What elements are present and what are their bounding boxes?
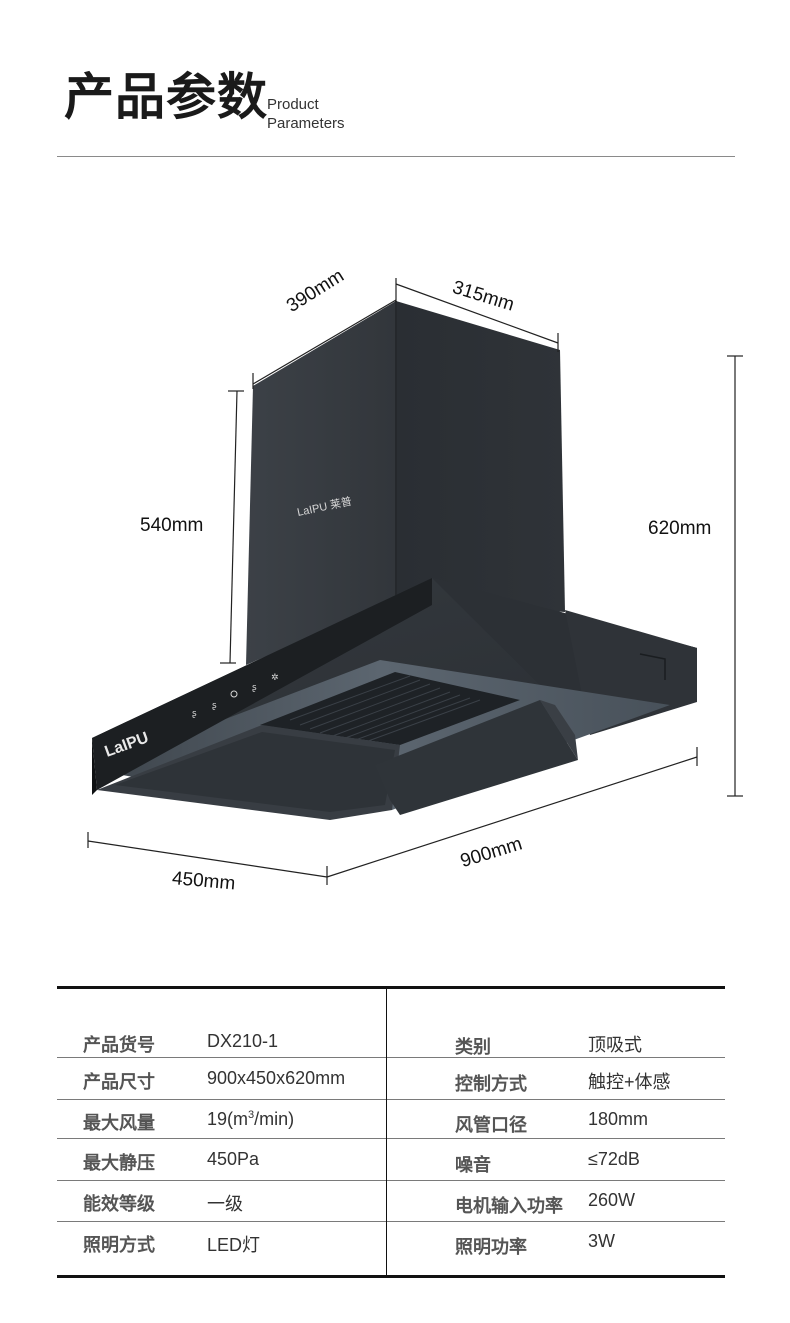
spec-label: 最大风量	[83, 1113, 155, 1134]
spec-value: 260W	[588, 1190, 636, 1210]
spec-value: 触控+体感	[588, 1072, 671, 1092]
product-dimension-diagram: LaIPU 莱普 LaIPU	[0, 260, 790, 920]
spec-value: ≤72dB	[588, 1149, 640, 1169]
spec-label: 产品尺寸	[83, 1072, 155, 1093]
spec-label: 照明方式	[83, 1235, 155, 1256]
dim-chimney-height: 540mm	[140, 515, 204, 536]
spec-value: 900x450x620mm	[207, 1068, 346, 1088]
grease-filter	[260, 672, 520, 745]
spec-value: 3W	[588, 1231, 615, 1251]
spec-row: 噪音 ≤72dB	[387, 1139, 725, 1181]
spec-row: 风管口径 180mm	[387, 1100, 725, 1139]
spec-label: 控制方式	[455, 1074, 527, 1095]
page-title: 产品参数	[64, 68, 268, 126]
spec-label: 能效等级	[83, 1194, 155, 1215]
spec-row: 电机输入功率 260W	[387, 1181, 725, 1222]
fan-low-icon: ʂ	[192, 709, 197, 719]
spec-label: 电机输入功率	[455, 1196, 563, 1217]
spec-value: 顶吸式	[588, 1035, 642, 1055]
spec-row: 产品尺寸 900x450x620mm	[57, 1058, 386, 1100]
spec-value: LED灯	[207, 1235, 261, 1255]
fan-mid-icon: ʂ	[212, 701, 217, 711]
spec-row: 照明方式 LED灯	[57, 1222, 386, 1278]
spec-label: 风管口径	[455, 1115, 527, 1136]
front-deflector	[375, 700, 578, 815]
spec-label: 产品货号	[83, 1035, 155, 1056]
header-divider	[57, 156, 735, 157]
spec-row: 控制方式 触控+体感	[387, 1058, 725, 1100]
light-icon: ✲	[271, 673, 279, 683]
spec-label: 噪音	[455, 1155, 491, 1176]
subtitle-line-2: Parameters	[267, 115, 345, 132]
spec-value: 180mm	[588, 1109, 649, 1129]
spec-row: 产品货号 DX210-1	[57, 989, 386, 1058]
control-panel	[92, 578, 432, 790]
spec-label: 类别	[455, 1037, 491, 1058]
dim-total-height: 620mm	[648, 518, 712, 539]
chimney-left-face	[246, 301, 396, 665]
fan-high-icon: ʂ	[252, 683, 257, 693]
spec-row: 照明功率 3W	[387, 1222, 725, 1278]
spec-label: 最大静压	[83, 1153, 155, 1174]
spec-value: 一级	[207, 1194, 243, 1214]
subtitle-line-1: Product	[267, 96, 319, 113]
spec-value: DX210-1	[207, 1031, 279, 1051]
spec-table-divider	[386, 989, 387, 1275]
range-hood-illustration: LaIPU 莱普 LaIPU	[87, 278, 743, 885]
spec-row: 最大静压 450Pa	[57, 1139, 386, 1181]
spec-row: 类别 顶吸式	[387, 989, 725, 1058]
spec-row: 能效等级 一级	[57, 1181, 386, 1222]
spec-table: 产品货号 DX210-1 产品尺寸 900x450x620mm 最大风量 19(…	[57, 986, 725, 1278]
page-subtitle: Product Parameters	[267, 95, 345, 133]
spec-value: 19(m3/min)	[207, 1109, 295, 1129]
spec-label: 照明功率	[455, 1237, 527, 1258]
spec-row: 最大风量 19(m3/min)	[57, 1100, 386, 1139]
power-icon	[230, 690, 238, 698]
chimney-right-face	[396, 301, 565, 612]
spec-value: 450Pa	[207, 1149, 260, 1169]
